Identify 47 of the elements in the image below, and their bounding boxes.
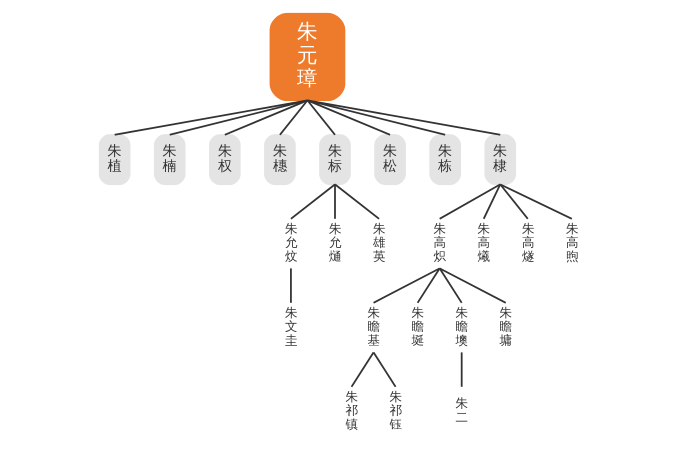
connector <box>290 268 292 303</box>
node-text: 朱祁钰 <box>389 388 402 432</box>
connector <box>306 100 390 136</box>
node-box: 朱橞 <box>264 134 296 186</box>
node-text: 朱瞻基 <box>367 304 380 348</box>
node-box: 朱元璋 <box>269 12 345 102</box>
connector <box>438 184 500 220</box>
node-text: 朱瞻墺 <box>455 304 468 348</box>
node-box: 朱权 <box>208 134 240 186</box>
node-box: 朱楠 <box>153 134 186 186</box>
connector <box>438 268 506 304</box>
connector <box>372 352 396 388</box>
connector <box>460 352 462 387</box>
node-box: 朱标 <box>318 134 350 186</box>
node-text: 朱高炽 <box>433 220 446 264</box>
node-text: 朱文圭 <box>284 304 296 348</box>
connector <box>278 100 308 136</box>
node-box: 朱棣 <box>484 134 516 186</box>
node-box: 朱松 <box>374 134 406 186</box>
connector <box>169 100 308 136</box>
connector <box>416 268 440 304</box>
connector <box>482 184 501 220</box>
connector <box>438 268 462 304</box>
node-text: 朱瞻墉 <box>499 304 512 348</box>
connector <box>499 184 572 220</box>
connector <box>114 100 308 136</box>
connector <box>499 184 528 220</box>
connector <box>306 100 336 136</box>
connector <box>334 184 336 219</box>
connector <box>224 100 308 136</box>
node-text: 朱高煦 <box>565 220 578 264</box>
node-text: 朱允炆 <box>284 220 296 264</box>
node-text: 朱祁镇 <box>345 388 358 432</box>
connector <box>372 268 440 304</box>
connector <box>350 352 374 388</box>
node-text: 朱二 <box>455 396 468 425</box>
node-text: 朱瞻埏 <box>411 304 424 348</box>
node-text: 朱高燧 <box>521 220 534 264</box>
connector <box>306 100 445 136</box>
node-text: 朱允熥 <box>328 220 340 264</box>
node-box: 朱植 <box>98 134 130 186</box>
node-box: 朱栋 <box>428 134 460 186</box>
connector <box>306 100 500 136</box>
node-text: 朱高爔 <box>477 220 490 264</box>
node-text: 朱雄英 <box>372 220 385 264</box>
connector <box>290 184 336 220</box>
connector <box>334 184 380 220</box>
